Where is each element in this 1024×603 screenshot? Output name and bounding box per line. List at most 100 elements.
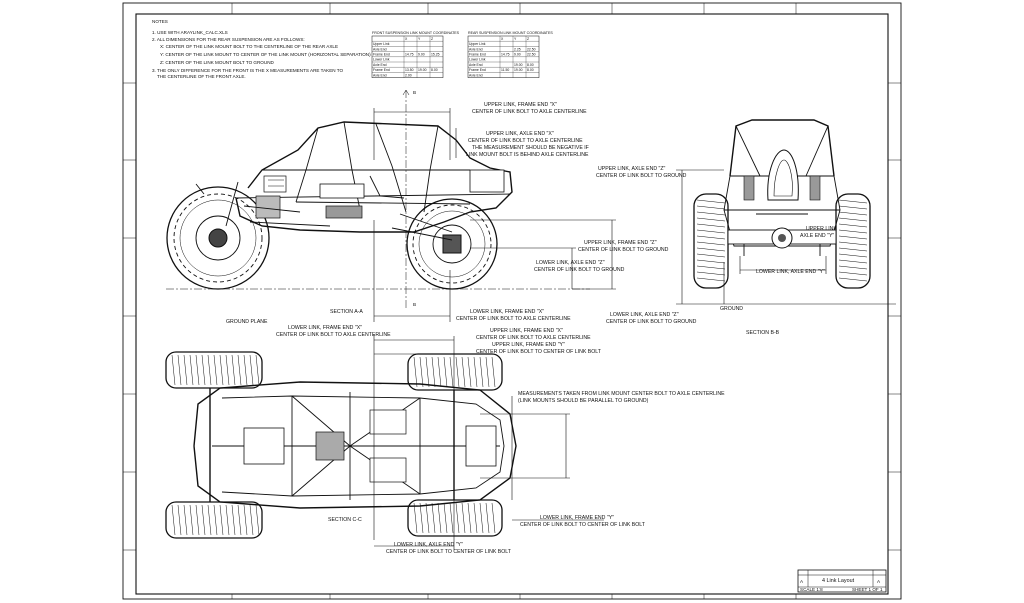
table-cell: 19.00 — [514, 68, 523, 72]
top-tire-front-left — [407, 353, 503, 391]
note-line-3: X: CENTER OF THE LINK MOUNT BOLT TO THE … — [160, 44, 338, 49]
table-cell: 22.50 — [527, 53, 536, 57]
table-cell: 15.25 — [431, 53, 440, 57]
rear-wheel-side — [166, 186, 270, 290]
chassis-cage-side — [195, 121, 513, 241]
table-cell: Frame End — [469, 53, 486, 57]
table-cell: Frame End — [373, 53, 390, 57]
table-cell: Lower Link — [469, 58, 486, 62]
section-b-label: SECTION B-B — [746, 330, 780, 336]
callout-measure-note-2: (LINK MOUNTS SHOULD BE PARALLEL TO GROUN… — [518, 398, 649, 404]
table-cell: 8.00 — [527, 68, 534, 72]
table-cell: Frame End — [469, 68, 486, 72]
table-cell: Axle End — [373, 73, 387, 77]
callout-upper-axle-y-1: UPPER LINK — [806, 226, 837, 232]
callout-upper-axle-x-3: THE MEASUREMENT SHOULD BE NEGATIVE IF — [472, 145, 589, 151]
table-cell: Upper Link — [373, 42, 390, 46]
title-scale: SCALE 1:8 — [800, 587, 823, 592]
callout-upper-frame-z-1: UPPER LINK, FRAME END "Z" — [584, 240, 657, 246]
top-tire-rear-left — [165, 351, 263, 389]
table-cell: 8.00 — [431, 68, 438, 72]
table-cell: 14.75 — [501, 53, 510, 57]
table-header-cell: X — [405, 37, 408, 41]
callout-lower-frame-x-side-1: LOWER LINK, FRAME END "X" — [470, 309, 544, 315]
table-cell: Axle End — [469, 63, 483, 67]
table-cell: 14.75 — [405, 53, 414, 57]
cut-label-b-top: B — [413, 90, 416, 95]
callout-upper-frame-y-top-1: UPPER LINK, FRAME END "Y" — [492, 342, 565, 348]
callout-lower-frame-y-top-1: LOWER LINK, FRAME END "Y" — [540, 515, 614, 521]
side-dimensions — [373, 108, 616, 322]
table-header-cell: Y — [418, 37, 421, 41]
table-cell: 19.00 — [418, 68, 427, 72]
title-block: A 4 Link Layout A SCALE 1:8 SHEET 1 OF 1 — [797, 569, 887, 593]
callout-lower-frame-x-side-2: CENTER OF LINK BOLT TO AXLE CENTERLINE — [456, 316, 571, 322]
left-tire-front-view — [693, 193, 729, 289]
table-cell: Lower Link — [373, 58, 390, 62]
callout-measure-note-1: MEASUREMENTS TAKEN FROM LINK MOUNT CENTE… — [518, 391, 725, 397]
table-cell: 9.00 — [418, 53, 425, 57]
table-cell: 11.50 — [501, 68, 509, 72]
table-cell: 2.25 — [514, 47, 521, 51]
note-line-4: Y: CENTER OF THE LINK MOUNT TO CENTER OF… — [160, 52, 371, 57]
table-cell: 9.00 — [514, 53, 521, 57]
table-cell: Upper Link — [469, 42, 486, 46]
cut-label-b-bottom: B — [413, 302, 416, 307]
table-header-cell: X — [501, 37, 504, 41]
drawing-title: 4 Link Layout — [822, 578, 855, 584]
table-cell: Axle End — [373, 63, 387, 67]
top-tire-front-right — [407, 499, 503, 537]
title-sheet: SHEET 1 OF 1 — [852, 587, 883, 592]
note-line-7: THE CENTERLINE OF THE FRONT AXLE. — [157, 74, 246, 79]
coordinate-tables: FRONT SUSPENSION LINK MOUNT COORDINATESX… — [371, 31, 553, 78]
note-line-6: 3. THE ONLY DIFFERENCE FOR THE FRONT IS … — [152, 68, 344, 73]
table-cell: 22.50 — [527, 47, 536, 51]
title-rev: A — [877, 579, 881, 584]
section-c-label: SECTION C-C — [328, 517, 362, 523]
note-line-2: 2. ALL DIMENSIONS FOR THE REAR SUSPENSIO… — [152, 37, 305, 42]
callout-lower-axle-y-1: LOWER LINK, AXLE END "Y" — [394, 542, 463, 548]
coordinate-table: FRONT SUSPENSION LINK MOUNT COORDINATESX… — [371, 31, 460, 78]
callout-lower-frame-y-top-2: CENTER OF LINK BOLT TO CENTER OF LINK BO… — [520, 522, 646, 528]
table-header-cell: Y — [514, 37, 517, 41]
callout-lower-axle-y-rear: LOWER LINK, AXLE END "Y" — [756, 269, 825, 275]
right-tire-front-view — [835, 193, 871, 289]
table-cell: 19.00 — [514, 63, 523, 67]
top-tire-rear-right — [165, 501, 263, 539]
callout-upper-axle-x-4: LINK MOUNT BOLT IS BEHIND AXLE CENTERLIN… — [466, 152, 589, 158]
section-a-label: SECTION A-A — [330, 309, 363, 315]
note-line-1: 1. USE WITH ARAYLINK_CALC.XLS — [152, 30, 228, 35]
callout-upper-axle-x-1: UPPER LINK, AXLE END "X" — [486, 131, 554, 137]
callout-upper-axle-y-2: AXLE END "Y" — [800, 233, 834, 239]
callout-lower-frame-x-top-2: CENTER OF LINK BOLT TO AXLE CENTERLINE — [276, 332, 391, 338]
table-cell: Axle End — [469, 47, 483, 51]
ground-plane-label: GROUND PLANE — [226, 319, 268, 325]
callout-upper-axle-x-2: CENTER OF LINK BOLT TO AXLE CENTERLINE — [468, 138, 583, 144]
ground-label: GROUND — [720, 306, 743, 312]
table-title: REAR SUSPENSION LINK MOUNT COORDINATES — [468, 31, 553, 35]
callout-upper-frame-x-top-1: UPPER LINK, FRAME END "X" — [490, 328, 563, 334]
callout-upper-frame-y-top-2: CENTER OF LINK BOLT TO CENTER OF LINK BO… — [476, 349, 602, 355]
callout-lower-axle-z-1: LOWER LINK, AXLE END "Z" — [610, 312, 679, 318]
front-wheel-side — [406, 198, 498, 290]
table-cell: 13.50 — [405, 68, 414, 72]
callout-lower-axle-y-2: CENTER OF LINK BOLT TO CENTER OF LINK BO… — [386, 549, 512, 555]
callout-lower-axle-z-side-1: LOWER LINK, AXLE END "Z" — [536, 260, 605, 266]
coordinate-table: REAR SUSPENSION LINK MOUNT COORDINATES X Y… — [467, 31, 553, 78]
callout-upper-axle-z-1: UPPER LINK, AXLE END "Z" — [598, 166, 666, 172]
note-line-5: Z: CENTER OF THE LINK MOUNT BOLT TO GROU… — [160, 60, 275, 65]
table-cell: 8.00 — [527, 63, 534, 67]
side-view: B B — [166, 89, 669, 325]
callout-upper-frame-x-1: UPPER LINK, FRAME END "X" — [484, 102, 557, 108]
callout-upper-frame-z-2: CENTER OF LINK BOLT TO GROUND — [578, 247, 669, 253]
callout-upper-frame-x-top-2: CENTER OF LINK BOLT TO AXLE CENTERLINE — [476, 335, 591, 341]
notes-heading: NOTES — [152, 19, 168, 24]
callout-lower-axle-z-side-2: CENTER OF LINK BOLT TO GROUND — [534, 267, 625, 273]
table-cell: 2.00 — [405, 73, 412, 77]
front-view: UPPER LINK, AXLE END "Z" CENTER OF LINK … — [596, 119, 896, 336]
table-cell: Frame End — [373, 68, 390, 72]
callout-upper-frame-x-2: CENTER OF LINK BOLT TO AXLE CENTERLINE — [472, 109, 587, 115]
table-header-cell: Z — [527, 37, 529, 41]
callout-lower-axle-z-2: CENTER OF LINK BOLT TO GROUND — [606, 319, 697, 325]
